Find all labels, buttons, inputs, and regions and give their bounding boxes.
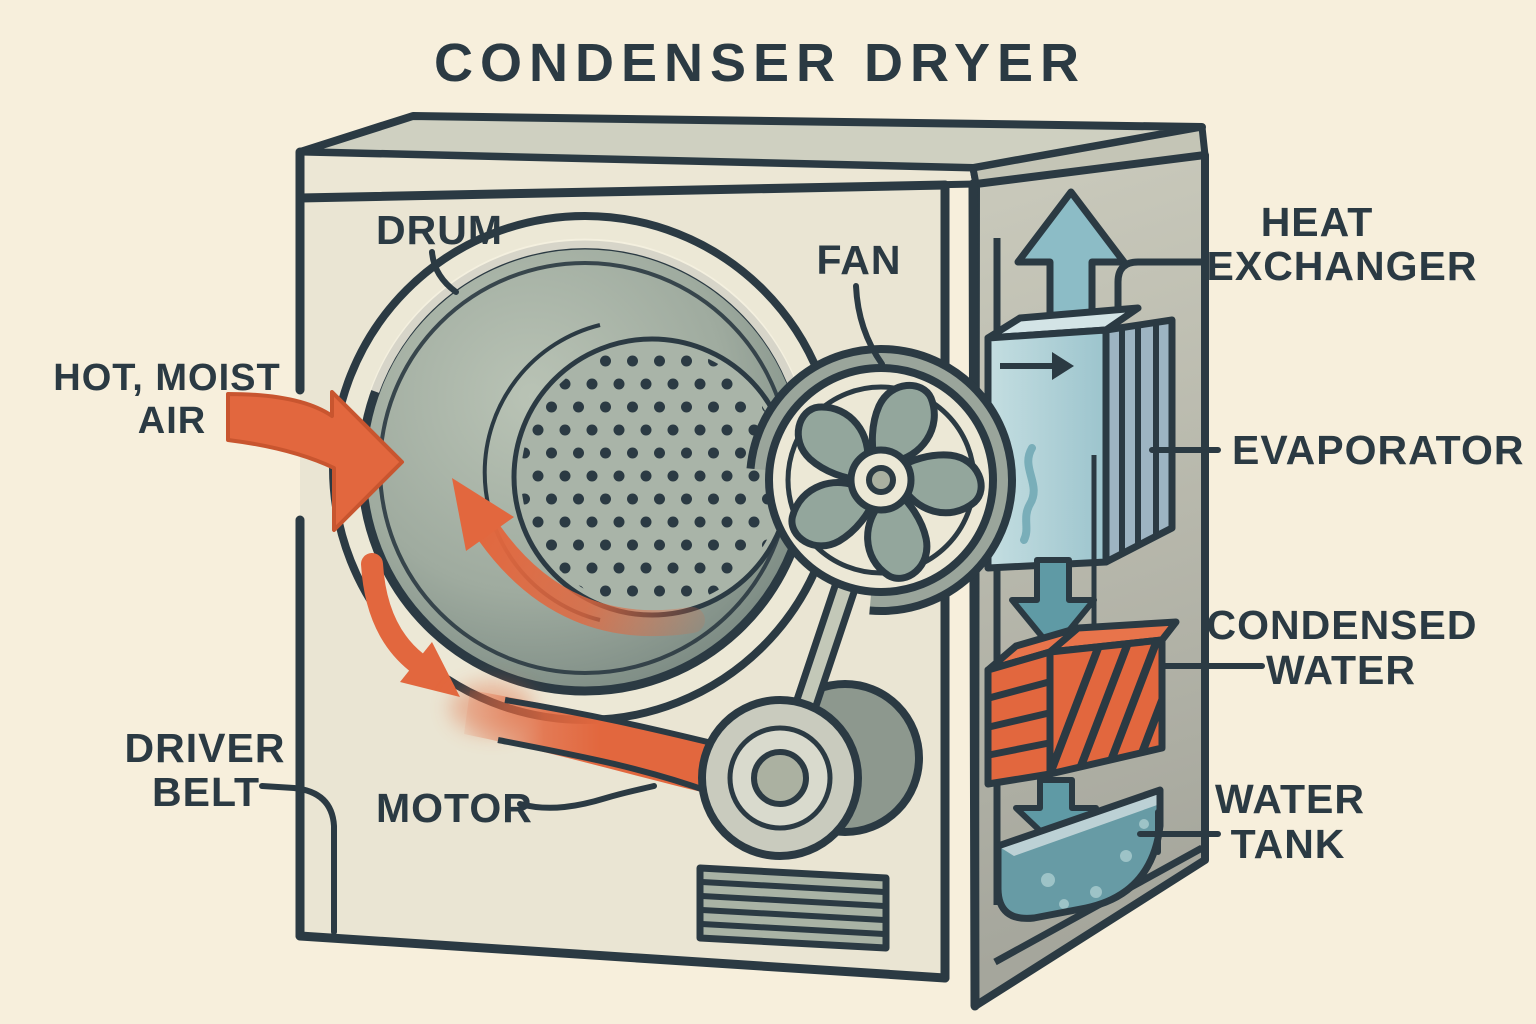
motor-label: MOTOR [376,785,533,831]
bubble [1120,850,1132,862]
bubble [1090,886,1102,898]
fan-housing-outline [746,345,1016,615]
water-down-arrow-1 [1009,557,1097,653]
drum-airflow-arrow [452,478,705,637]
tank-water [998,790,1160,919]
fan [746,345,1016,615]
condenser-compartment [984,188,1205,966]
drum-label: DRUM [376,207,503,253]
condensed-water-label-line2: WATER [1266,647,1416,693]
water-tank [994,786,1164,922]
cw-stripe [988,678,1050,702]
fan-leader [853,283,885,367]
cw-stripe [988,739,1050,759]
fan-housing-fill [749,348,1013,613]
motor-pulley [698,696,862,860]
motor-leader [517,783,657,811]
duct-edge-bottom [497,737,712,795]
bubble [1059,899,1069,909]
vent-grille [696,864,890,952]
hot-moist-air-label-line1: HOT, MOIST [53,357,280,399]
evaporator-label: EVAPORATOR [1232,427,1524,473]
heat-exchanger-leader [1114,258,1205,308]
vapor-squiggle [1020,444,1038,544]
water-tank-leader [1137,809,1221,855]
duct-edge-top [504,697,717,747]
fan-axle [866,465,896,495]
front-bottom-edge [295,931,950,983]
driver-belt-label-line1: DRIVER [125,725,286,771]
front-top-edge [295,180,950,203]
condensed-water-label-line1: CONDENSED [1207,602,1478,648]
heat-exchanger-label-line2: EXCHANGER [1207,243,1478,289]
air-duct [450,682,717,795]
driver-belt-leader [259,783,337,935]
flow-arrow-head [1052,352,1074,380]
bubble [1139,819,1149,829]
drum-leader [429,249,459,295]
evaporator-leader [1149,427,1221,473]
condensed-water-box [984,618,1180,788]
drum-highlight-arc [370,238,800,393]
water-tank-label-line1: WATER [1215,776,1365,822]
hot-moist-air-label-line2: AIR [138,400,206,442]
leader-lines [259,249,1265,935]
drum-perforated-plate [511,336,793,618]
fan-label: FAN [817,237,902,283]
bubble [1041,873,1055,887]
heat-exchanger-label-line1: HEAT [1261,199,1374,245]
evaporator-box [984,304,1176,572]
duct-body [464,690,716,794]
driver-belt-label-line2: BELT [152,769,260,815]
fan-blades [788,381,985,582]
downflow-arrow [361,553,460,697]
side-bevel-seam [968,179,980,1011]
cw-stripe [988,709,1050,731]
water-tank-label-line2: TANK [1231,821,1346,867]
page-title: CONDENSER DRYER [434,33,1086,93]
hot-air-entry-arrow [226,390,404,532]
drum [329,212,841,724]
